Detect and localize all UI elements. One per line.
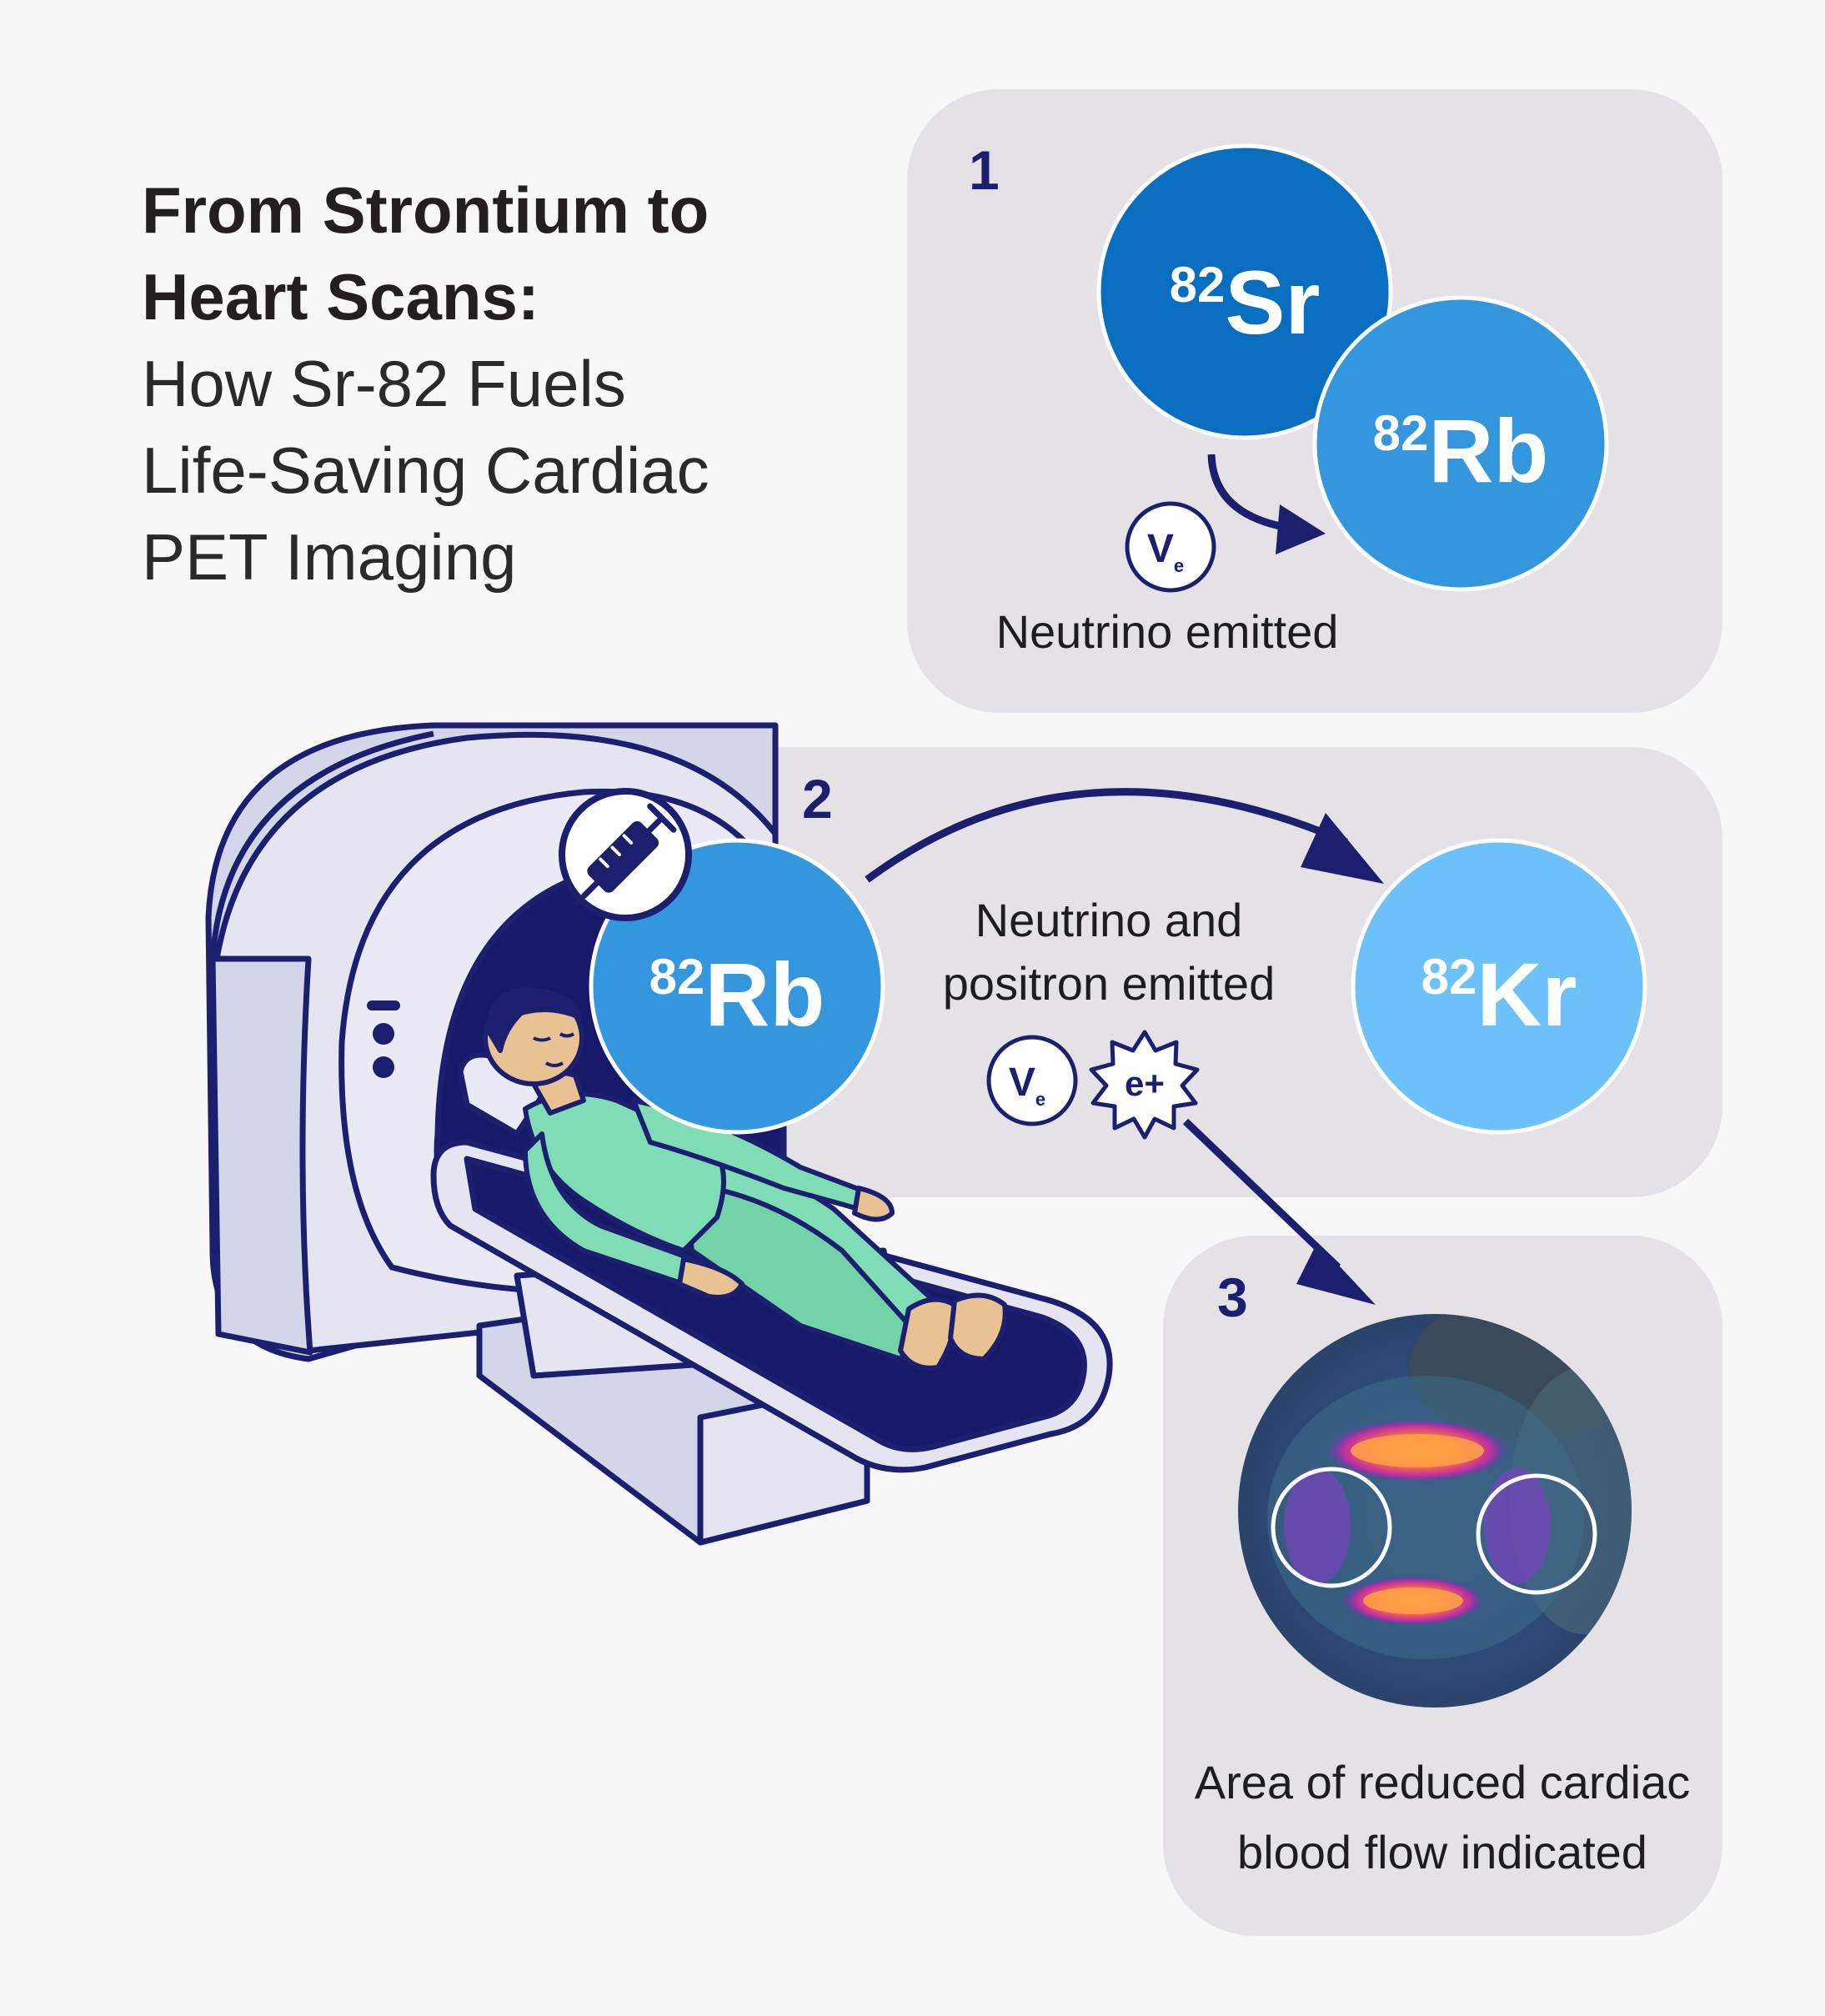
- page-title: From Strontium to Heart Scans: How Sr-82…: [142, 167, 892, 600]
- patient: [483, 987, 1008, 1371]
- rb82-nucleus-step2: [589, 838, 885, 1135]
- neutrino-icon-step1: [1125, 501, 1216, 593]
- syringe-icon: [559, 788, 692, 921]
- decay-arrow-step2-head: [1301, 813, 1384, 884]
- rb82-nucleus-step1: [1312, 295, 1609, 592]
- rb82-label-step2: 82Rb: [649, 944, 825, 1045]
- step2-number: 2: [802, 768, 833, 830]
- step3-caption: Area of reduced cardiac blood flow indic…: [1192, 1748, 1692, 1888]
- positron-symbol: e+: [1125, 1064, 1165, 1103]
- step2-caption: Neutrino and positron emitted: [900, 889, 1317, 1016]
- title-line-1: From Strontium to: [142, 173, 709, 247]
- step1-caption: Neutrino emitted: [995, 605, 1339, 658]
- kr82-nucleus: [1351, 838, 1647, 1135]
- step2-caption-line-2: positron emitted: [942, 957, 1276, 1010]
- sr82-nucleus: [1096, 143, 1393, 440]
- title-line-5: PET Imaging: [142, 520, 517, 594]
- positron-arrow-head: [1296, 1242, 1376, 1305]
- neutrino-icon-step2: [986, 1035, 1078, 1126]
- reduced-flow-marker-left: [1271, 1467, 1392, 1588]
- title-line-2: Heart Scans:: [142, 260, 539, 333]
- step1-number: 1: [969, 139, 1000, 201]
- step3-number: 3: [1217, 1266, 1248, 1328]
- neutrino-symbol-step2: Ve: [1009, 1061, 1045, 1110]
- decay-arrow-step1-head: [1276, 504, 1326, 554]
- step3-caption-line-1: Area of reduced cardiac: [1194, 1756, 1691, 1808]
- reduced-flow-marker-right: [1476, 1473, 1597, 1595]
- positron-icon: [1089, 1030, 1200, 1140]
- step2-caption-line-1: Neutrino and: [975, 894, 1243, 946]
- step3-caption-line-2: blood flow indicated: [1237, 1826, 1647, 1878]
- decay-arrow-step2: [865, 788, 1348, 883]
- sr82-label: 82Sr: [1170, 252, 1321, 353]
- positron-arrow: [1182, 1118, 1341, 1271]
- title-line-3: How Sr-82 Fuels: [142, 347, 626, 420]
- decay-arrow-step1: [1207, 454, 1285, 531]
- rb82-label-step1: 82Rb: [1373, 400, 1549, 501]
- neutrino-symbol-step1: Ve: [1147, 527, 1184, 576]
- kr82-label: 82Kr: [1421, 944, 1577, 1045]
- pet-scan-image: [1238, 1314, 1632, 1708]
- title-line-4: Life-Saving Cardiac: [142, 434, 709, 507]
